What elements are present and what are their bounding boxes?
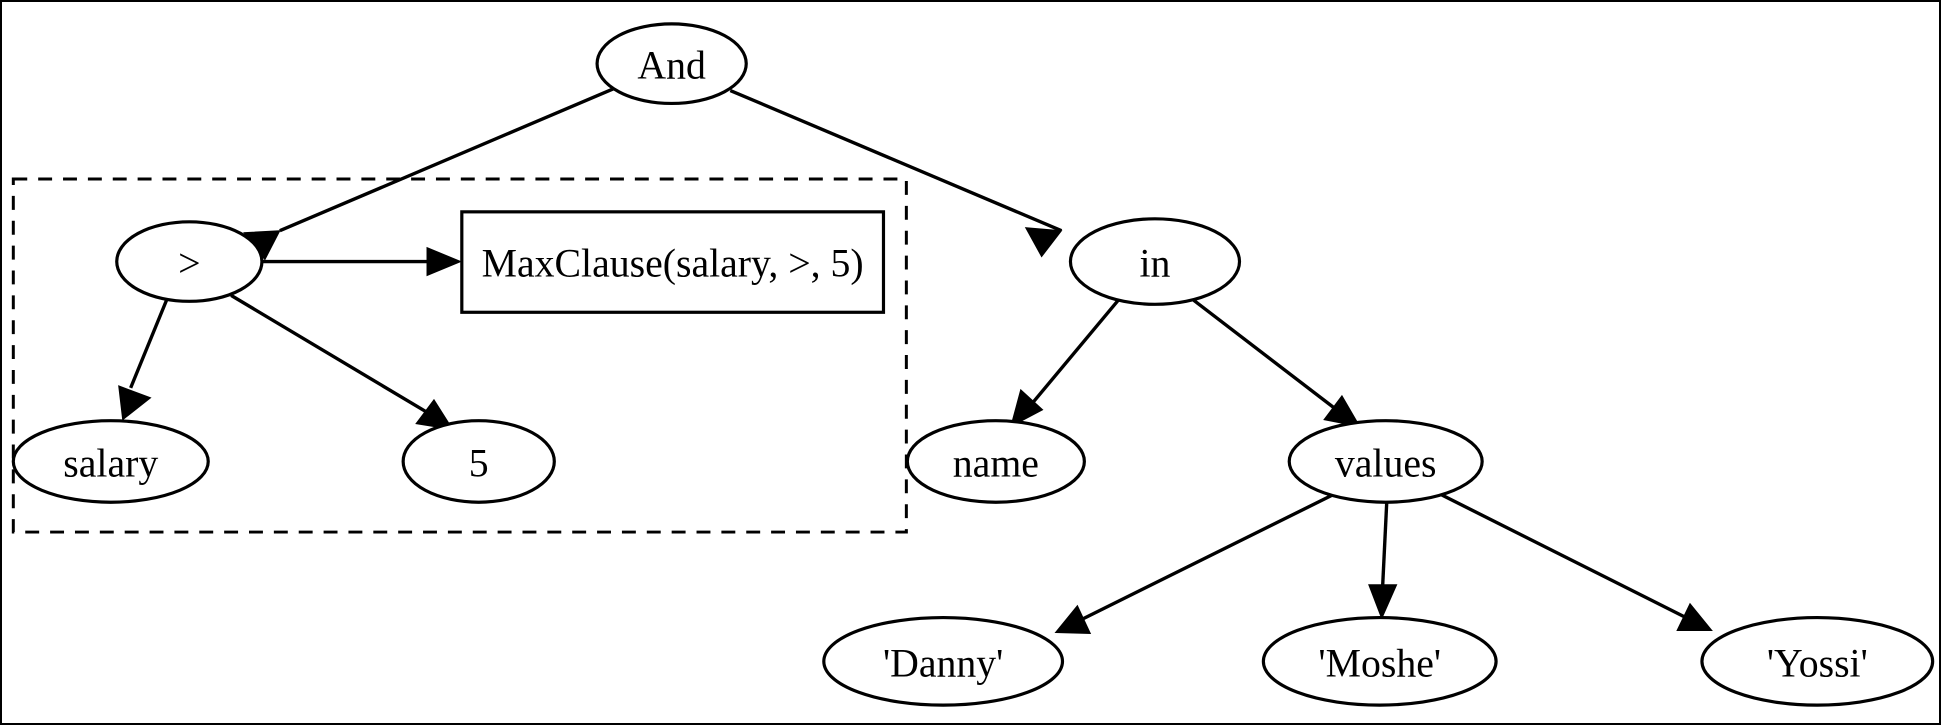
arrow-head <box>1054 604 1092 635</box>
arrow-head <box>118 385 152 421</box>
edges-group <box>118 86 1713 635</box>
edge-line <box>230 293 427 414</box>
node-shape[interactable] <box>1261 615 1498 707</box>
node-danny[interactable]: 'Danny' <box>822 615 1065 707</box>
node-label-danny: 'Danny' <box>883 641 1003 685</box>
node-shape[interactable] <box>1287 419 1484 504</box>
node-label-five: 5 <box>469 441 489 485</box>
edge-gt-to-maxclause <box>262 246 463 277</box>
edge-values-to-moshe <box>1368 503 1398 620</box>
edge-in-to-values <box>1192 299 1361 428</box>
nodes-group: And > MaxClause(salary, >, 5) salary 5 i <box>11 22 1935 707</box>
node-shape[interactable] <box>460 210 886 314</box>
node-name[interactable]: name <box>905 419 1086 504</box>
edge-line <box>729 88 1063 233</box>
node-salary[interactable]: salary <box>11 419 210 504</box>
cluster-boundary-dashed <box>11 177 908 534</box>
node-yossi[interactable]: 'Yossi' <box>1700 615 1935 707</box>
node-shape[interactable] <box>115 220 264 303</box>
node-maxclause[interactable]: MaxClause(salary, >, 5) <box>460 210 886 314</box>
edge-values-to-yossi <box>1439 492 1713 632</box>
edge-line <box>1381 503 1389 585</box>
edge-gt-to-five <box>230 293 454 431</box>
node-shape[interactable] <box>11 419 210 504</box>
node-label-values: values <box>1335 441 1437 485</box>
node-label-yossi: 'Yossi' <box>1767 641 1868 685</box>
arrow-head <box>1323 394 1361 428</box>
arrow-head <box>1009 388 1044 428</box>
node-shape[interactable] <box>1700 615 1935 707</box>
arrow-head <box>1024 227 1063 258</box>
node-label-gt: > <box>178 242 200 286</box>
node-label-salary: salary <box>63 441 158 485</box>
node-shape[interactable] <box>1068 217 1242 306</box>
node-label-name: name <box>953 441 1039 485</box>
node-label-and: And <box>637 44 706 88</box>
node-and[interactable]: And <box>595 22 748 106</box>
node-gt[interactable]: > <box>115 220 264 303</box>
node-values[interactable]: values <box>1287 419 1484 504</box>
node-shape[interactable] <box>401 419 556 504</box>
node-moshe[interactable]: 'Moshe' <box>1261 615 1498 707</box>
node-shape[interactable] <box>595 22 748 106</box>
edge-line <box>1439 492 1685 619</box>
node-label-in: in <box>1140 242 1171 286</box>
edge-and-to-in <box>729 88 1063 258</box>
arrow-head <box>1676 602 1713 632</box>
edge-in-to-name <box>1009 299 1120 428</box>
edge-line <box>129 299 169 389</box>
edge-line <box>279 86 615 233</box>
edge-gt-to-salary <box>118 299 169 421</box>
edge-line <box>1082 492 1335 621</box>
edge-line <box>1031 299 1120 404</box>
node-in[interactable]: in <box>1068 217 1242 306</box>
node-shape[interactable] <box>905 419 1086 504</box>
node-label-moshe: 'Moshe' <box>1318 641 1441 685</box>
node-label-maxclause: MaxClause(salary, >, 5) <box>482 242 864 286</box>
node-five[interactable]: 5 <box>401 419 556 504</box>
node-shape[interactable] <box>822 615 1065 707</box>
edge-line <box>1192 299 1336 410</box>
arrow-head <box>1368 584 1398 620</box>
arrow-head <box>426 246 463 277</box>
edge-values-to-danny <box>1054 492 1335 635</box>
